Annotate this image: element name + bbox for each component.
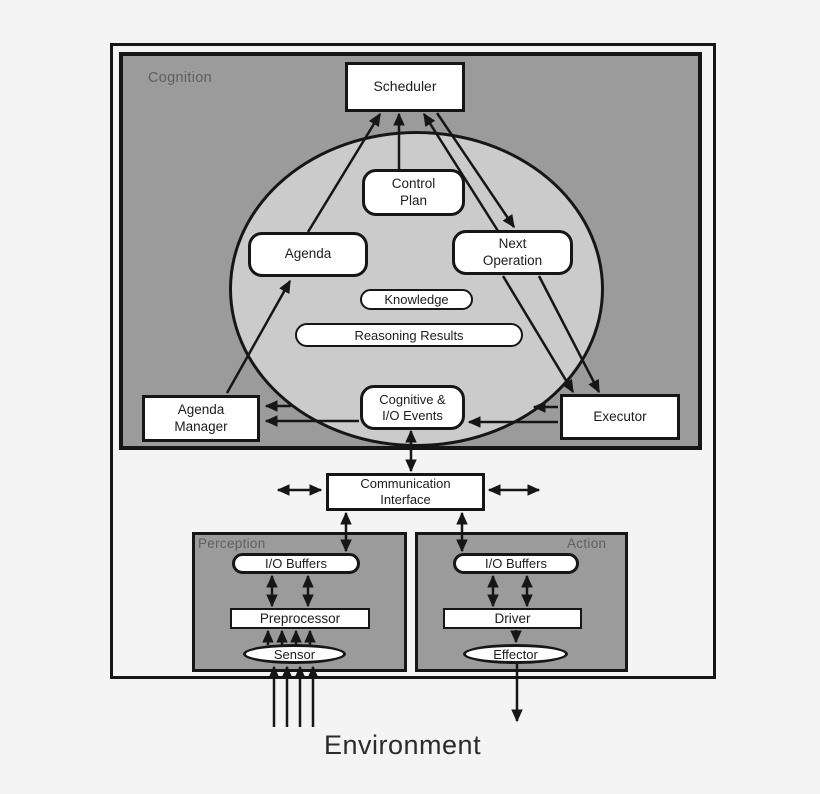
- outer-frame: [110, 43, 716, 679]
- next-operation-line1: Next: [498, 236, 527, 252]
- communication-interface-node: Communication Interface: [326, 473, 485, 511]
- control-plan-node: Control Plan: [362, 169, 465, 216]
- scheduler-label: Scheduler: [373, 78, 437, 95]
- control-plan-line1: Control: [391, 176, 436, 192]
- agenda-label: Agenda: [284, 246, 332, 262]
- agenda-manager-node: Agenda Manager: [142, 395, 260, 442]
- environment-label: Environment: [324, 730, 482, 760]
- preprocessor-node: Preprocessor: [230, 608, 370, 629]
- cognitive-io-events-line1: Cognitive &: [379, 391, 446, 407]
- sensor-label: Sensor: [273, 646, 316, 662]
- sensor-node: Sensor: [243, 644, 346, 664]
- preprocessor-label: Preprocessor: [259, 610, 341, 626]
- io-buffers-action-node: I/O Buffers: [453, 553, 579, 574]
- effector-node: Effector: [463, 644, 568, 664]
- reasoning-results-node: Reasoning Results: [295, 323, 523, 347]
- next-operation-node: Next Operation: [452, 230, 573, 275]
- cognitive-io-events-line2: I/O Events: [382, 407, 443, 423]
- next-operation-line2: Operation: [482, 252, 543, 268]
- agenda-node: Agenda: [248, 232, 368, 277]
- communication-interface-line1: Communication: [360, 476, 451, 492]
- reasoning-results-label: Reasoning Results: [354, 327, 464, 343]
- agenda-manager-line1: Agenda: [177, 402, 225, 418]
- communication-interface-line2: Interface: [380, 492, 431, 507]
- executor-label: Executor: [593, 408, 647, 424]
- io-buffers-perception-node: I/O Buffers: [232, 553, 360, 574]
- executor-node: Executor: [560, 394, 680, 440]
- driver-label: Driver: [494, 610, 531, 626]
- io-buffers-action-label: I/O Buffers: [485, 556, 547, 571]
- cognitive-io-events-node: Cognitive & I/O Events: [360, 385, 465, 430]
- action-label: Action: [567, 536, 607, 551]
- agenda-manager-line2: Manager: [174, 418, 228, 434]
- driver-node: Driver: [443, 608, 582, 629]
- cognition-label: Cognition: [148, 70, 212, 86]
- io-buffers-perception-label: I/O Buffers: [265, 556, 327, 571]
- control-plan-line2: Plan: [399, 192, 428, 208]
- knowledge-label: Knowledge: [384, 292, 449, 307]
- effector-label: Effector: [493, 646, 538, 662]
- perception-label: Perception: [198, 536, 266, 551]
- knowledge-node: Knowledge: [360, 289, 473, 310]
- scheduler-node: Scheduler: [345, 62, 465, 112]
